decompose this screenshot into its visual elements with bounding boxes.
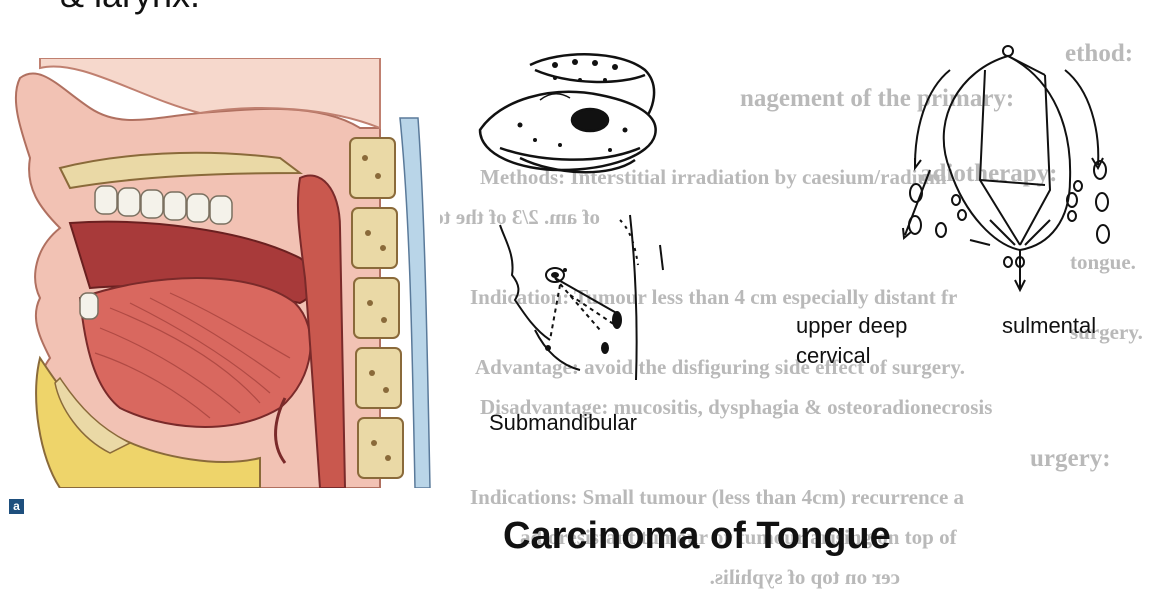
label-upper-deep-cervical: upper deep xyxy=(796,313,907,339)
header-fragment: & larynx. xyxy=(60,0,200,16)
bg-text-line: cer on top of syphilis. xyxy=(710,565,900,590)
label-cervical: cervical xyxy=(796,343,871,369)
label-submandibular: Submandibular xyxy=(489,410,637,436)
bg-text-line: Indications: Small tumour (less than 4cm… xyxy=(470,485,964,510)
neck-profile-drawing xyxy=(500,215,663,380)
tongue-lymphatic-schematic xyxy=(903,46,1103,290)
label-submental: sulmental xyxy=(1002,313,1096,339)
oral-cavity-anatomy-illustration xyxy=(0,58,450,488)
lymphatic-drainage-drawings xyxy=(460,30,1160,450)
page-title: Carcinoma of Tongue xyxy=(503,515,891,558)
open-mouth-tongue-drawing xyxy=(480,54,656,172)
figure-label: a xyxy=(9,499,24,514)
